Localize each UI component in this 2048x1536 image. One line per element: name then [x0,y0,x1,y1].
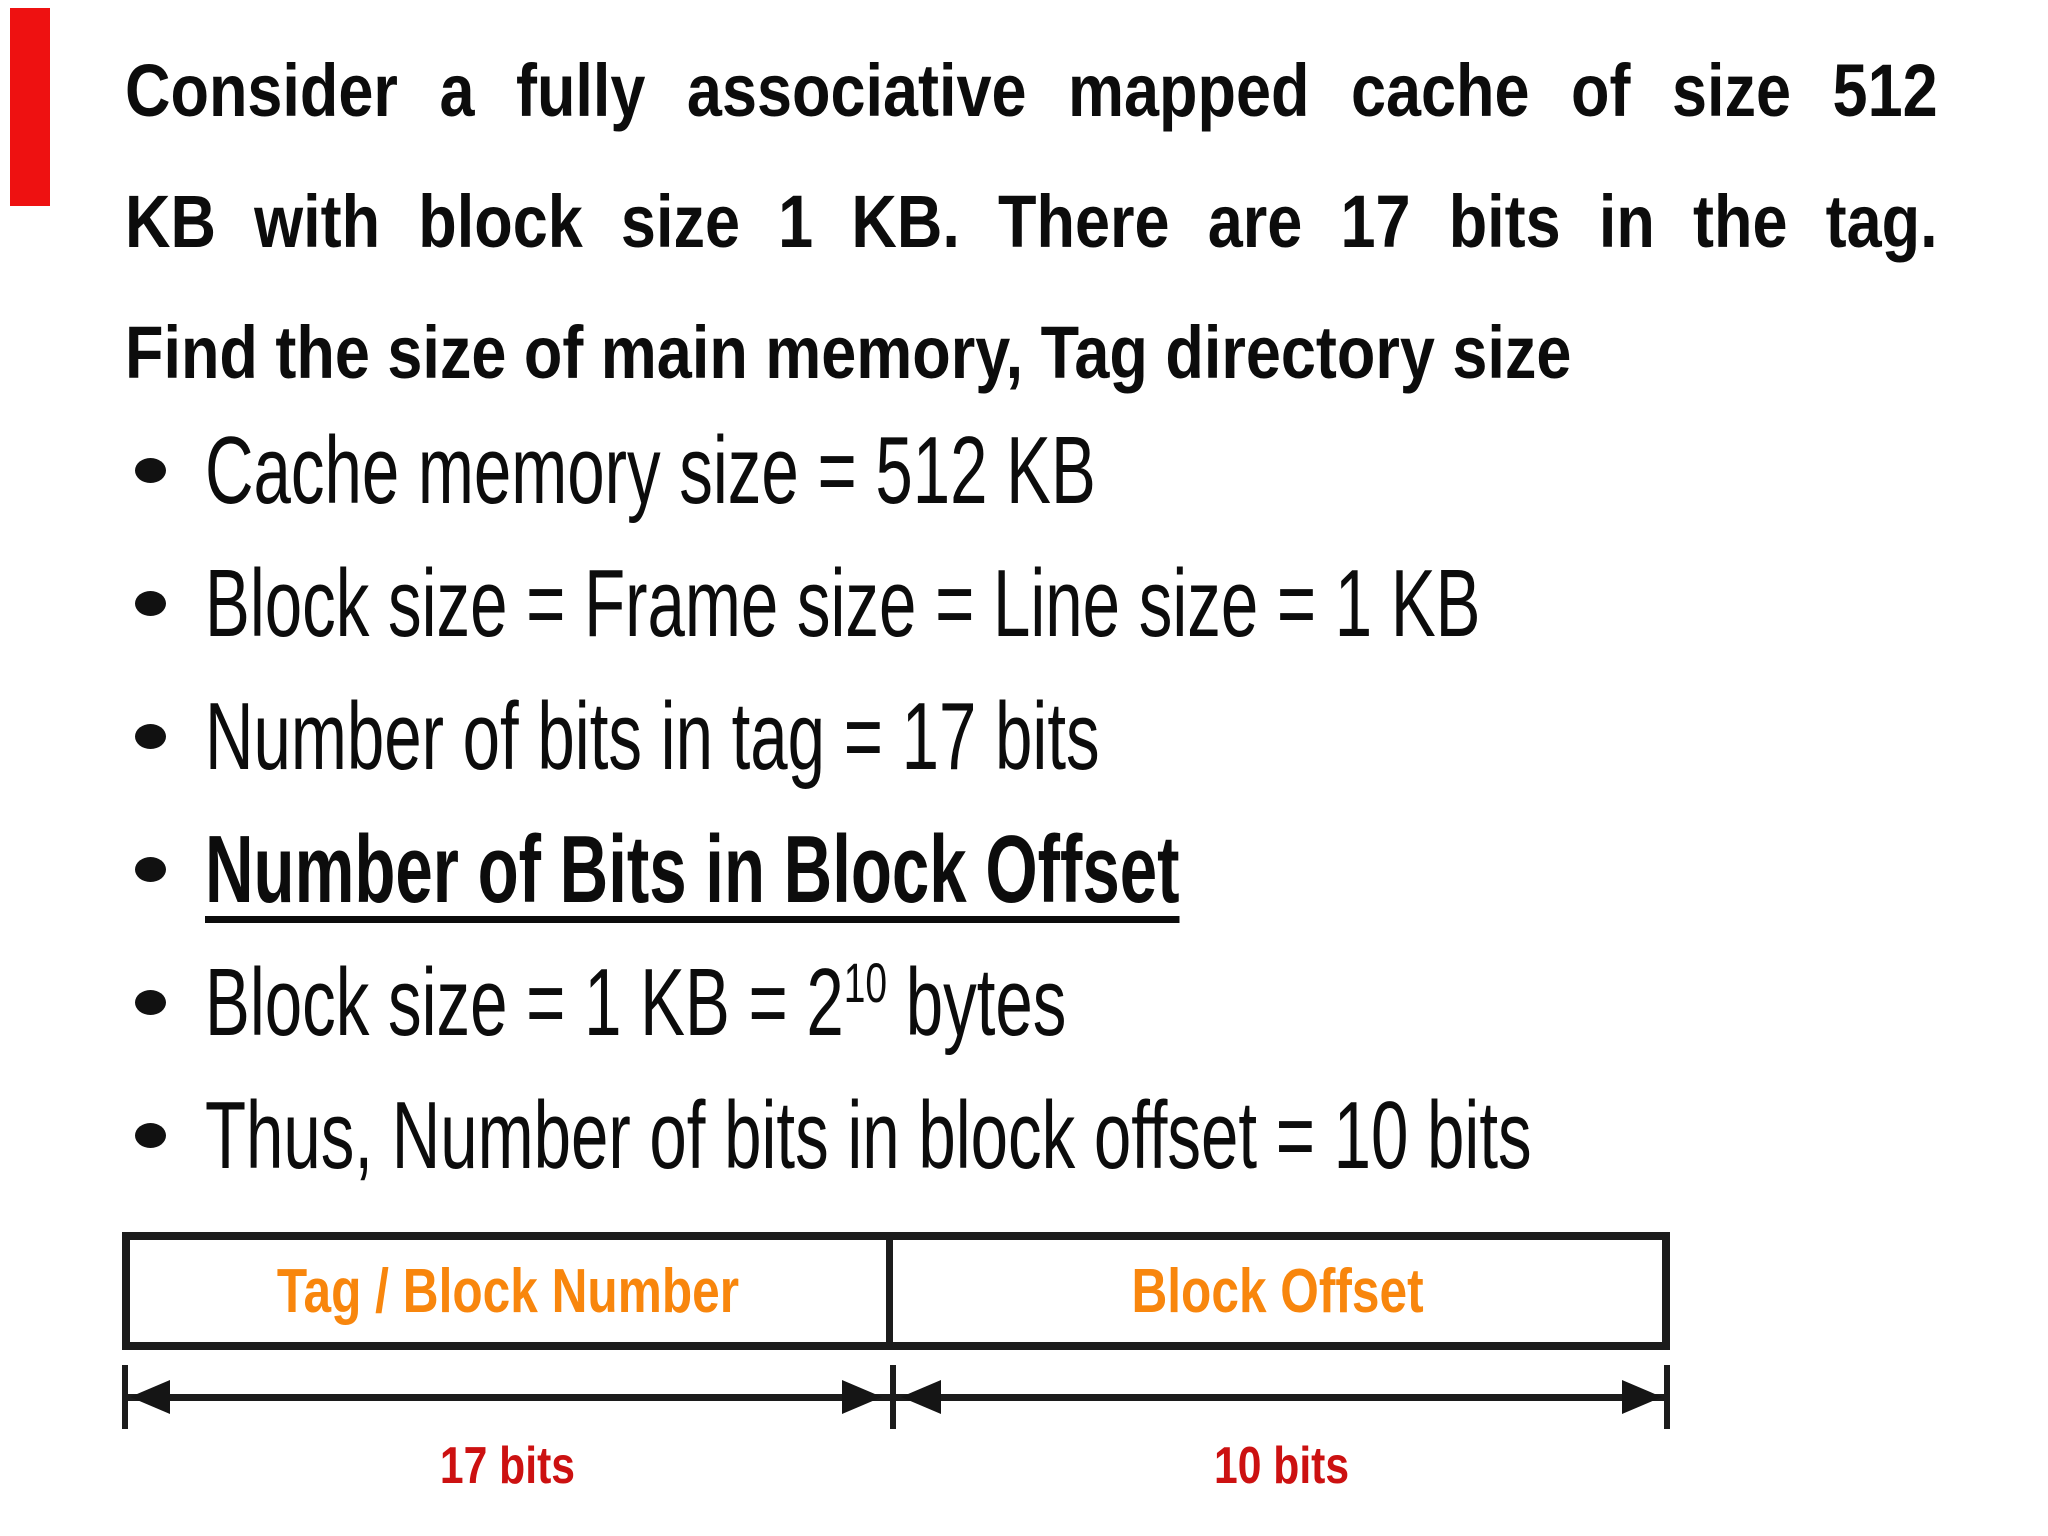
tag-field-cell: Tag / Block Number [130,1240,893,1342]
bullet-dot-icon [135,458,166,483]
block-offset-field-cell: Block Offset [893,1240,1662,1342]
bullet-list: Cache memory size = 512 KB Block size = … [125,404,2025,1202]
bullet-text: Block size = Frame size = Line size = 1 … [205,550,1481,657]
problem-statement-line: Consider a fully associative mapped cach… [125,49,1938,132]
bit-width-labels: 17 bits 10 bits [122,1440,1670,1492]
arrowhead-right-icon [841,1380,882,1414]
bullet-text-emphasized: Number of Bits in Block Offset [205,816,1180,923]
bullet-dot-icon [135,857,166,882]
tag-field-label: Tag / Block Number [276,1256,740,1326]
bullet-dot-icon [135,591,166,616]
tag-bits-label: 17 bits [439,1437,575,1495]
list-item: Thus, Number of bits in block offset = 1… [125,1069,2025,1202]
bullet-text: Block size = 1 KB = 210 bytes [205,936,1955,1069]
bullet-text: Cache memory size = 512 KB [205,417,1096,524]
bullet-text-part: Block size = 1 KB = 2 [205,949,844,1056]
bullet-dot-icon [135,724,166,749]
bullet-text-part: bytes [887,949,1067,1056]
arrowhead-left-icon [130,1380,170,1414]
arrowhead-right-icon [1622,1380,1662,1414]
bullet-dot-icon [135,990,166,1015]
list-item: Number of bits in tag = 17 bits [125,670,2025,803]
problem-statement-line: Find the size of main memory, Tag direct… [125,311,1572,394]
list-item: Block size = Frame size = Line size = 1 … [125,537,2025,670]
bullet-text: Thus, Number of bits in block offset = 1… [205,1082,1532,1189]
red-marker-bar [10,8,50,206]
block-offset-field-label: Block Offset [1131,1256,1424,1326]
list-item: Cache memory size = 512 KB [125,404,2025,537]
dimension-line [124,1394,1668,1401]
list-item: Block size = 1 KB = 210 bytes [125,936,2025,1069]
list-item: Number of Bits in Block Offset [125,803,2025,936]
dimension-arrows [122,1365,1670,1433]
address-format-box: Tag / Block Number Block Offset [122,1232,1670,1350]
offset-bits-label: 10 bits [1213,1437,1349,1495]
bullet-text: Number of bits in tag = 17 bits [205,683,1100,790]
problem-statement-line: KB with block size 1 KB. There are 17 bi… [125,180,1938,263]
problem-statement: Consider a fully associative mapped cach… [125,25,1938,418]
exponent: 10 [843,952,888,1014]
arrowhead-left-icon [900,1380,941,1414]
bullet-dot-icon [135,1123,166,1148]
